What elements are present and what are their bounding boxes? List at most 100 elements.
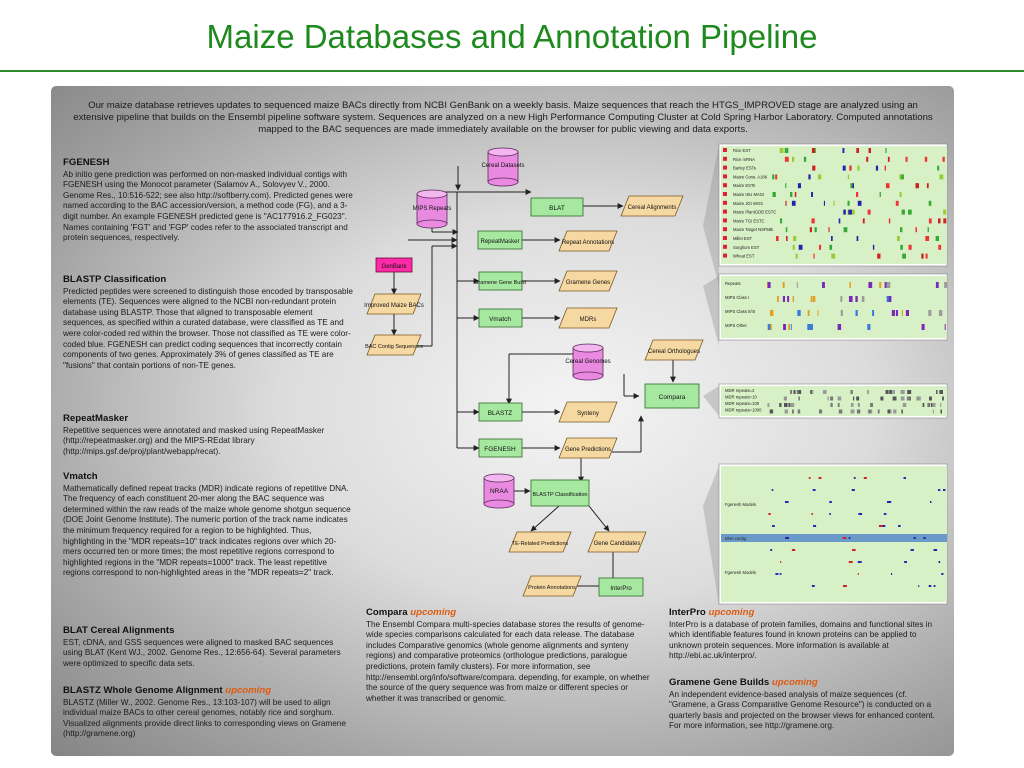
track-feature bbox=[867, 209, 871, 215]
track-feature bbox=[785, 200, 787, 206]
track-toggle-icon bbox=[723, 209, 727, 214]
track-feature bbox=[935, 236, 939, 241]
track-feature bbox=[929, 396, 932, 401]
track-feature bbox=[910, 549, 914, 551]
gramene-gene-build-node: Gramene Gene Build bbox=[474, 271, 526, 291]
node-label: Cereal Alignments bbox=[628, 205, 677, 211]
track-feature bbox=[918, 585, 920, 587]
track-feature bbox=[941, 573, 944, 575]
track-label: Repeats bbox=[725, 281, 741, 286]
track-feature bbox=[907, 396, 911, 401]
track-feature bbox=[817, 310, 819, 316]
track-feature bbox=[843, 227, 848, 233]
callout-wedge bbox=[703, 144, 719, 286]
genbank-node: GenBank bbox=[375, 257, 413, 273]
track-feature bbox=[927, 227, 929, 233]
track-feature bbox=[792, 156, 795, 162]
track-feature bbox=[790, 390, 793, 394]
track-feature bbox=[900, 396, 905, 401]
track-feature bbox=[895, 200, 899, 206]
section-body: Predicted peptides were screened to dist… bbox=[63, 286, 353, 370]
track-feature bbox=[868, 409, 871, 414]
track-feature bbox=[932, 403, 936, 407]
track-feature bbox=[791, 549, 796, 551]
track-feature bbox=[850, 403, 854, 407]
track-label: MDR repeats=100 bbox=[725, 401, 760, 406]
track-feature bbox=[811, 218, 815, 224]
blastp-node: BLASTP Classification bbox=[530, 479, 590, 507]
track-feature bbox=[901, 174, 904, 180]
heading-text: Gramene Gene Builds bbox=[669, 677, 770, 688]
track-toggle-icon bbox=[723, 218, 727, 223]
track-feature bbox=[823, 200, 825, 206]
track-feature bbox=[938, 218, 941, 224]
track-feature bbox=[853, 396, 855, 401]
track-label: Maize PlantGDB ESTC bbox=[733, 210, 776, 215]
track-label: Maize ESTs bbox=[733, 183, 755, 188]
track-toggle-icon bbox=[723, 192, 727, 196]
pipeline-diagram: Cereal Datasets MIPS Repeats BLAT Cereal… bbox=[364, 143, 948, 606]
track-feature bbox=[875, 165, 879, 171]
track-feature bbox=[848, 537, 851, 539]
track-feature bbox=[903, 477, 906, 479]
track-feature bbox=[812, 165, 816, 171]
track-feature bbox=[896, 310, 898, 316]
track-feature bbox=[900, 390, 904, 394]
track-feature bbox=[899, 192, 902, 197]
track-feature bbox=[938, 244, 942, 250]
node-label: BLASTZ bbox=[488, 410, 513, 417]
track-feature bbox=[885, 148, 887, 153]
section-vmatch: Vmatch Mathematically defined repeat tra… bbox=[63, 471, 353, 579]
node-label: TE-Related Predictions bbox=[512, 541, 569, 547]
track-label: Sorghum EST bbox=[733, 245, 760, 250]
track-feature bbox=[771, 489, 774, 491]
track-feature bbox=[840, 310, 843, 316]
track-feature bbox=[793, 236, 797, 241]
node-label: MIPS Repeats bbox=[413, 206, 452, 212]
track-feature bbox=[767, 282, 771, 288]
track-feature bbox=[812, 489, 816, 491]
track-feature bbox=[790, 192, 793, 197]
node-label: Cereal Genomes bbox=[565, 359, 610, 365]
node-label: Gramene Genes bbox=[566, 280, 610, 286]
track-feature bbox=[770, 310, 774, 316]
callout-wedge bbox=[703, 276, 719, 346]
track-label: Maize Cons. A18K bbox=[733, 174, 768, 179]
track-feature bbox=[784, 396, 787, 401]
track-feature bbox=[796, 390, 799, 394]
track-feature bbox=[921, 324, 925, 330]
track-feature bbox=[827, 396, 829, 401]
track-feature bbox=[939, 174, 944, 180]
track-feature bbox=[784, 409, 788, 414]
track-feature bbox=[881, 525, 886, 527]
track-feature bbox=[890, 409, 892, 414]
track-feature bbox=[790, 324, 792, 330]
track-feature bbox=[943, 218, 947, 224]
track-feature bbox=[830, 396, 834, 401]
section-blastp: BLASTP Classification Predicted peptides… bbox=[63, 274, 353, 371]
track-feature bbox=[807, 324, 810, 330]
track-feature bbox=[886, 296, 889, 302]
track-feature bbox=[842, 165, 846, 171]
section-body: BLASTZ (Miller W., 2002. Genome Res., 13… bbox=[63, 697, 346, 739]
track-feature bbox=[837, 324, 842, 330]
heading-text: InterPro bbox=[669, 607, 706, 618]
track-feature bbox=[938, 310, 943, 316]
track-label: Maize Target NSF58k bbox=[733, 227, 774, 232]
node-label: FGENESH bbox=[484, 446, 516, 453]
track-feature bbox=[809, 324, 813, 330]
track-feature bbox=[930, 396, 932, 401]
te-related-node: TE-Related Predictions bbox=[508, 531, 572, 553]
track-feature bbox=[787, 296, 790, 302]
node-label: Gene Predictions bbox=[565, 447, 611, 453]
track-feature bbox=[813, 525, 817, 527]
track-feature bbox=[784, 148, 789, 153]
track-label: Maize ISU MAGI bbox=[733, 192, 764, 197]
track-feature bbox=[861, 296, 865, 302]
section-body: Repetitive sequences were annotated and … bbox=[63, 425, 325, 456]
track-feature bbox=[909, 396, 911, 401]
track-feature bbox=[891, 310, 896, 316]
track-feature bbox=[901, 209, 905, 215]
cereal-genomes-node: Cereal Genomes bbox=[565, 343, 611, 381]
track-feature bbox=[905, 310, 909, 316]
